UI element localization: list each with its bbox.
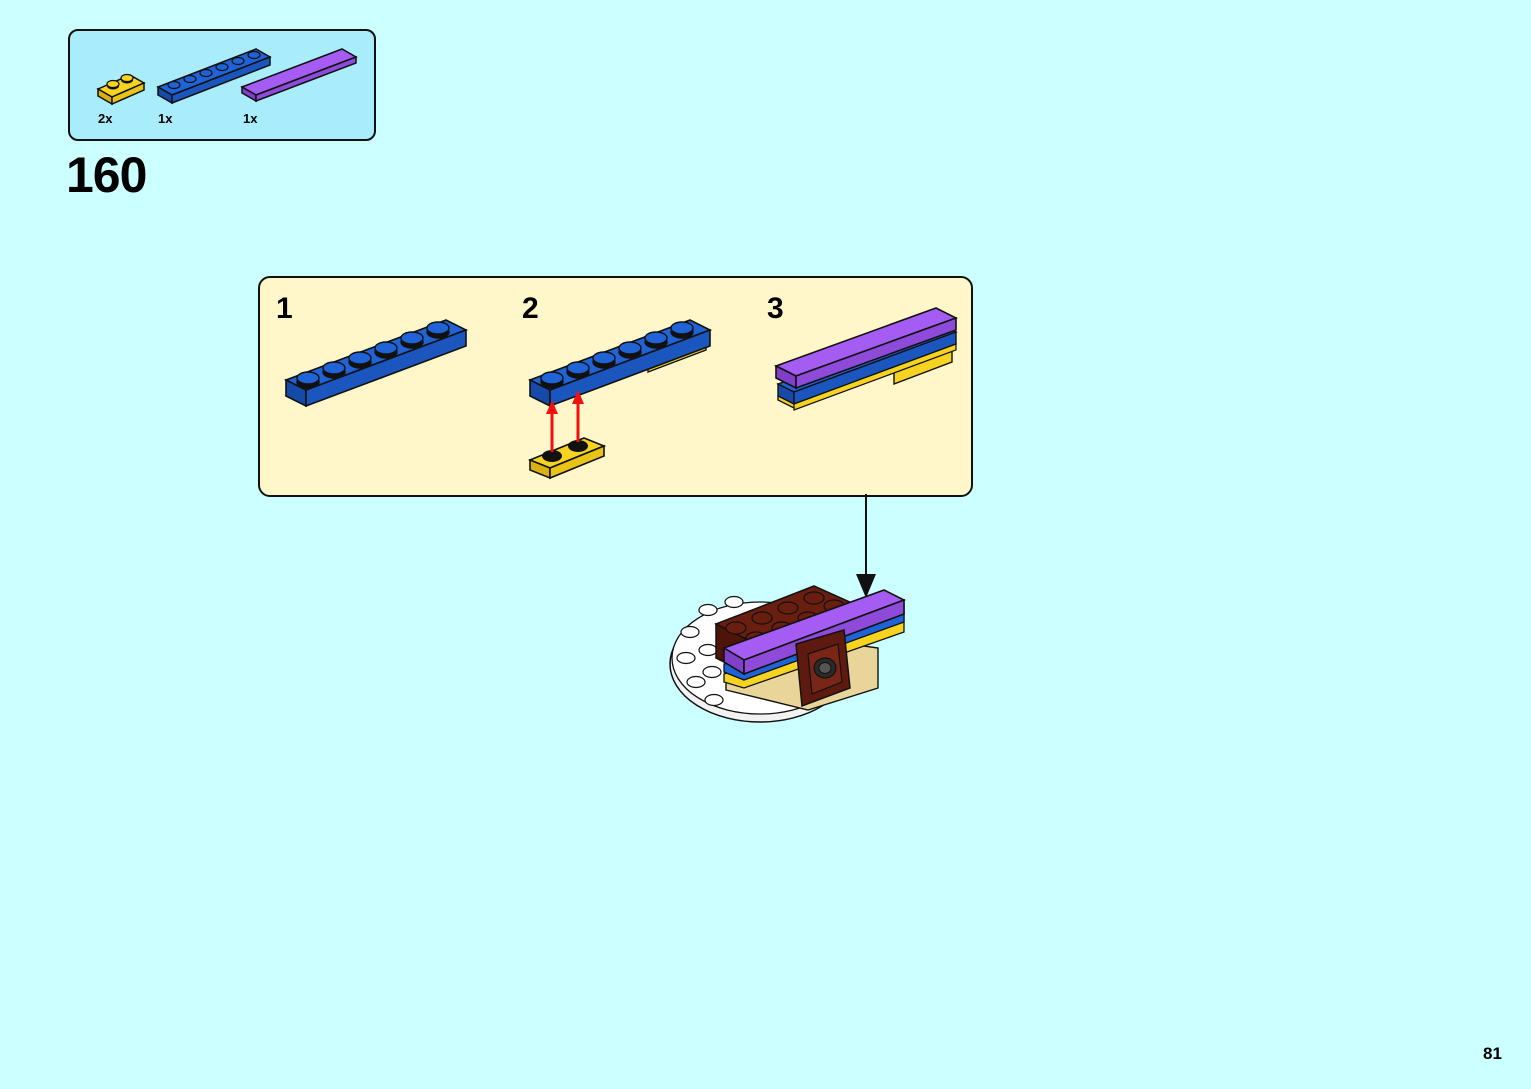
substep-number-1: 1 (276, 292, 293, 325)
lavender-tile-qty: 1x (243, 111, 258, 126)
substep-1-illustration (282, 316, 472, 412)
substep-3-illustration (773, 304, 960, 422)
yellow-plate-icon (96, 71, 146, 107)
placement-arrow (852, 494, 880, 600)
sub-assembly-box: 1 2 3 (258, 276, 973, 497)
substep-number-3: 3 (767, 292, 784, 325)
lavender-tile-icon (240, 45, 360, 107)
substep-number-2: 2 (522, 292, 539, 325)
blue-plate-icon (156, 45, 274, 107)
substep-2-illustration (527, 316, 718, 480)
parts-list-box: 2x 1x 1x (68, 29, 376, 141)
main-model-illustration (668, 578, 908, 728)
step-number: 160 (66, 147, 147, 203)
yellow-plate-qty: 2x (98, 111, 113, 126)
page-number: 81 (1483, 1044, 1502, 1063)
blue-plate-qty: 1x (158, 111, 173, 126)
